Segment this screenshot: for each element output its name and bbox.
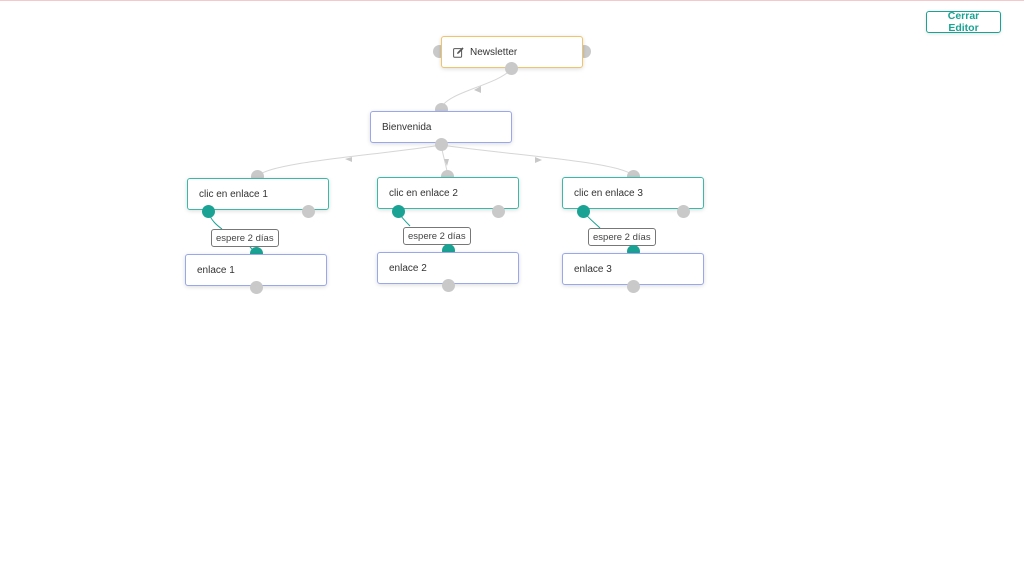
node-link-2[interactable]: enlace 2: [377, 252, 519, 284]
node-link-3-label: enlace 3: [574, 263, 612, 275]
node-trigger-2[interactable]: clic en enlace 2: [377, 177, 519, 209]
top-border-line: [0, 0, 1024, 1]
trigger-2-port-no[interactable]: [492, 205, 505, 218]
node-link-1[interactable]: enlace 1: [185, 254, 327, 286]
edge-arrow-3: [444, 159, 449, 166]
node-newsletter[interactable]: Newsletter: [441, 36, 583, 68]
link-3-port-bottom[interactable]: [627, 280, 640, 293]
bienvenida-port-bottom[interactable]: [435, 138, 448, 151]
edge-arrow-4: [535, 157, 542, 163]
edit-icon: [453, 46, 464, 58]
node-trigger-3-label: clic en enlace 3: [574, 187, 643, 199]
node-link-2-label: enlace 2: [389, 262, 427, 274]
delay-label-3[interactable]: espere 2 días: [588, 228, 656, 246]
newsletter-port-bottom[interactable]: [505, 62, 518, 75]
edge-bienvenida-trigger-3: [440, 144, 634, 177]
edge-arrow-2: [345, 157, 352, 162]
delay-label-1[interactable]: espere 2 días: [211, 229, 279, 247]
trigger-3-port-yes[interactable]: [577, 205, 590, 218]
node-link-1-label: enlace 1: [197, 264, 235, 276]
delay-label-2-text: espere 2 días: [408, 230, 466, 242]
trigger-1-port-yes[interactable]: [202, 205, 215, 218]
edge-arrow-1: [474, 86, 481, 93]
close-editor-button[interactable]: Cerrar Editor: [926, 10, 1001, 34]
trigger-2-port-yes[interactable]: [392, 205, 405, 218]
node-trigger-1[interactable]: clic en enlace 1: [187, 178, 329, 210]
delay-label-1-text: espere 2 días: [216, 232, 274, 244]
node-trigger-3[interactable]: clic en enlace 3: [562, 177, 704, 209]
trigger-3-port-no[interactable]: [677, 205, 690, 218]
edge-newsletter-bienvenida: [440, 67, 513, 110]
link-1-port-bottom[interactable]: [250, 281, 263, 294]
node-newsletter-label: Newsletter: [470, 46, 518, 58]
edge-bienvenida-trigger-1: [257, 144, 442, 177]
node-bienvenida-label: Bienvenida: [382, 121, 432, 133]
delay-label-3-text: espere 2 días: [593, 231, 651, 243]
delay-label-2[interactable]: espere 2 días: [403, 227, 471, 245]
link-2-port-bottom[interactable]: [442, 279, 455, 292]
trigger-1-port-no[interactable]: [302, 205, 315, 218]
node-trigger-1-label: clic en enlace 1: [199, 188, 268, 200]
node-trigger-2-label: clic en enlace 2: [389, 187, 458, 199]
